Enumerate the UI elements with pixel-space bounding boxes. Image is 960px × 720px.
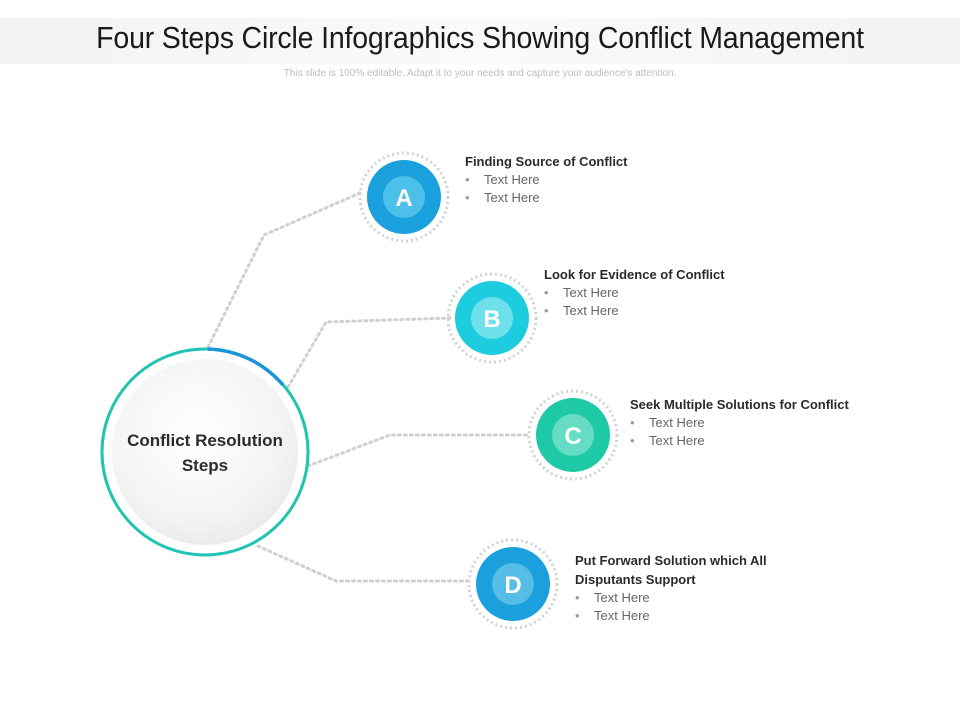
step-text-d: Put Forward Solution which All Disputant… bbox=[575, 551, 790, 625]
step-heading-d: Put Forward Solution which All Disputant… bbox=[575, 553, 767, 587]
bullet-item: •Text Here bbox=[575, 590, 650, 605]
bullet-item: •Text Here bbox=[465, 172, 540, 187]
bullet-item: •Text Here bbox=[575, 608, 650, 623]
center-label: Conflict Resolution Steps bbox=[110, 428, 300, 478]
step-bullets-a: •Text Here •Text Here bbox=[465, 171, 785, 207]
bullet-item: •Text Here bbox=[630, 415, 705, 430]
bullet-text: Text Here bbox=[649, 433, 705, 448]
connector-d bbox=[256, 544, 472, 583]
bullet-text: Text Here bbox=[594, 608, 650, 623]
center-ring-accent bbox=[207, 347, 285, 387]
bullet-item: •Text Here bbox=[630, 433, 705, 448]
bullet-item: •Text Here bbox=[544, 303, 619, 318]
bullet-text: Text Here bbox=[484, 190, 540, 205]
bullet-text: Text Here bbox=[484, 172, 540, 187]
step-text-b: Look for Evidence of Conflict •Text Here… bbox=[544, 265, 864, 320]
step-node-b: B bbox=[446, 272, 538, 364]
connector-c bbox=[306, 433, 532, 468]
step-letter-a: A bbox=[395, 185, 412, 212]
bullet-item: •Text Here bbox=[465, 190, 540, 205]
step-bullets-d: •Text Here •Text Here bbox=[575, 589, 790, 625]
bullet-text: Text Here bbox=[594, 590, 650, 605]
step-bullets-c: •Text Here •Text Here bbox=[630, 414, 950, 450]
bullet-text: Text Here bbox=[563, 285, 619, 300]
step-heading-a: Finding Source of Conflict bbox=[465, 154, 628, 169]
step-letter-d: D bbox=[504, 572, 521, 599]
bullet-item: •Text Here bbox=[544, 285, 619, 300]
center-ring bbox=[100, 347, 310, 557]
bullet-text: Text Here bbox=[649, 415, 705, 430]
title-band bbox=[0, 18, 960, 64]
bullet-text: Text Here bbox=[563, 303, 619, 318]
step-heading-c: Seek Multiple Solutions for Conflict bbox=[630, 397, 849, 412]
connector-b bbox=[286, 316, 452, 389]
center-circle bbox=[112, 359, 298, 545]
connector-a bbox=[206, 191, 362, 349]
step-letter-b: B bbox=[483, 306, 500, 333]
step-node-a: A bbox=[358, 151, 450, 243]
step-bullets-b: •Text Here •Text Here bbox=[544, 284, 864, 320]
step-heading-b: Look for Evidence of Conflict bbox=[544, 267, 725, 282]
page-subtitle: This slide is 100% editable. Adapt it to… bbox=[283, 68, 677, 79]
step-node-c: C bbox=[527, 389, 619, 481]
center-label-line2: Steps bbox=[181, 456, 229, 475]
step-text-a: Finding Source of Conflict •Text Here •T… bbox=[465, 152, 785, 207]
step-letter-c: C bbox=[564, 423, 581, 450]
page-title: Four Steps Circle Infographics Showing C… bbox=[96, 20, 864, 55]
step-node-d: D bbox=[467, 538, 559, 630]
step-text-c: Seek Multiple Solutions for Conflict •Te… bbox=[630, 395, 950, 450]
center-label-line1: Conflict Resolution bbox=[127, 431, 283, 450]
